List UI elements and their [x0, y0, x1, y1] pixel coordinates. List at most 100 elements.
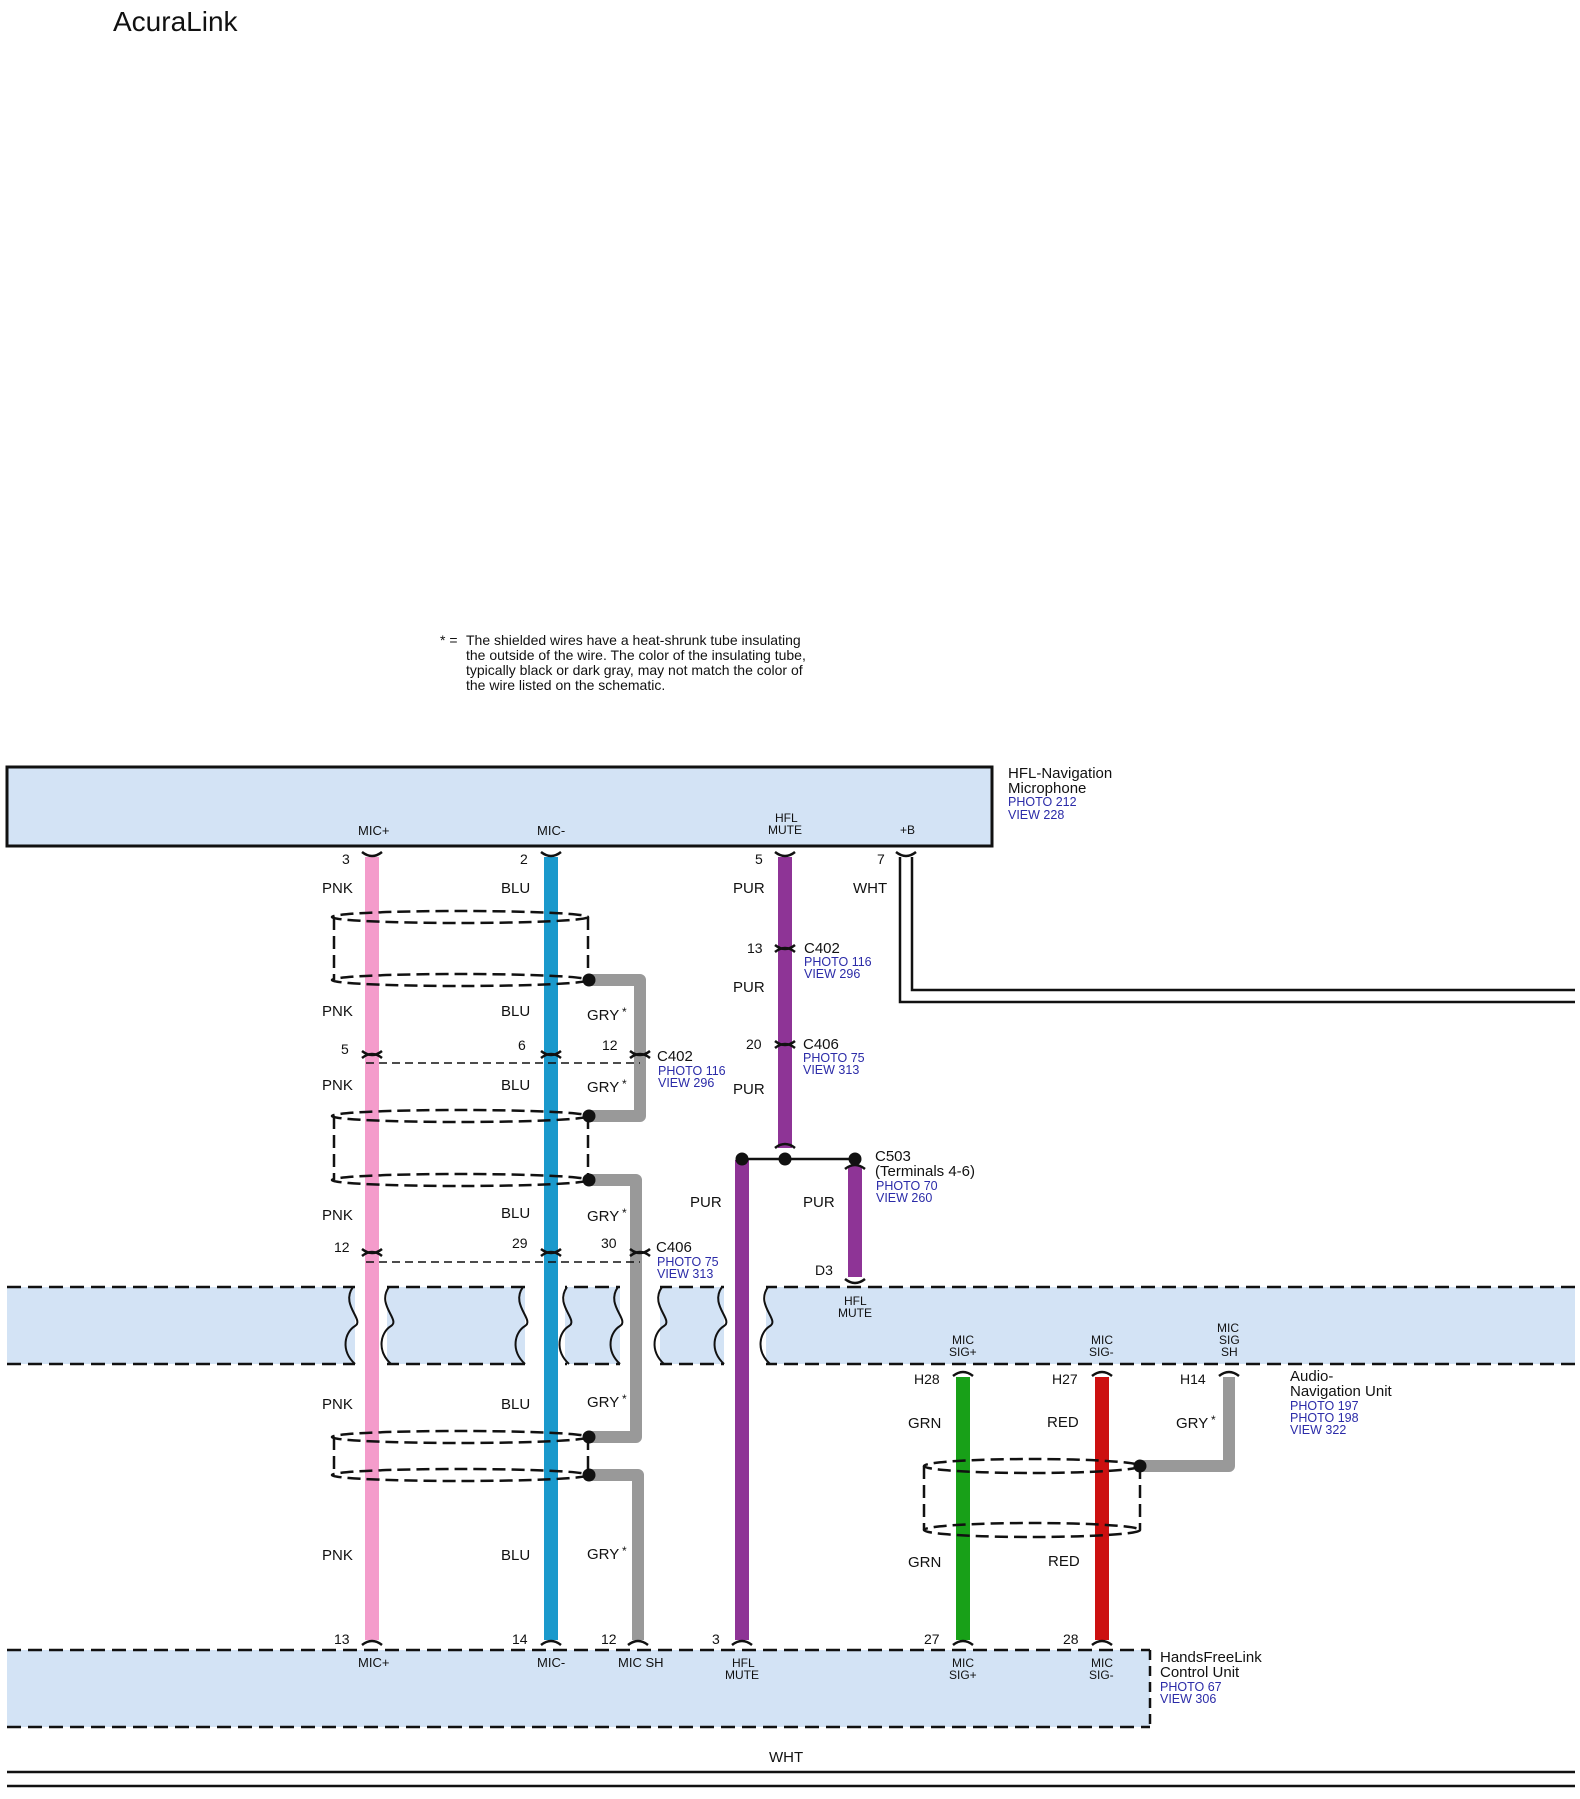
c402-pin-6: 6	[518, 1037, 526, 1053]
hfl-pin-mic-sh-label: MIC SH	[618, 1655, 664, 1670]
microphone-box	[5, 765, 994, 848]
hfl-pin-sigminus-label: SIG-	[1089, 1668, 1114, 1682]
label-grn: GRN	[908, 1554, 941, 1571]
label-blu: BLU	[501, 1396, 530, 1413]
hfl-unit-labels: 13 14 12 3 27 28 MIC+ MIC- MIC SH HFL MU…	[334, 1631, 1262, 1706]
mic-pin-mute-label: MUTE	[768, 823, 802, 837]
audio-nav-view-link[interactable]: VIEW 322	[1290, 1423, 1346, 1437]
splice-dot	[778, 1152, 792, 1166]
c406-left-view-link[interactable]: VIEW 313	[657, 1267, 713, 1281]
hfl-pin-13: 13	[334, 1631, 350, 1647]
label-pnk: PNK	[322, 1003, 353, 1020]
c406-pin-30: 30	[601, 1235, 617, 1251]
label-pnk: PNK	[322, 880, 353, 897]
wire-wht-plusb	[898, 857, 1575, 1004]
label-pnk: PNK	[322, 1077, 353, 1094]
hfl-unit-name-1: HandsFreeLink	[1160, 1649, 1262, 1666]
label-pur: PUR	[733, 979, 765, 996]
c406-left-photo-link[interactable]: PHOTO 75	[657, 1255, 719, 1269]
c406-right-name: C406	[803, 1036, 839, 1053]
hfl-pin-12: 12	[601, 1631, 617, 1647]
mic-pin-num-5: 5	[755, 851, 763, 867]
label-wht: WHT	[769, 1749, 803, 1766]
c406-pin-12: 12	[334, 1239, 350, 1255]
c402-right-name: C402	[804, 940, 840, 957]
nav-pin-h14: H14	[1180, 1371, 1206, 1387]
label-gry: GRY	[587, 1208, 619, 1225]
shield-drain-dot	[582, 973, 1147, 1482]
hfl-pin-mic-label: MIC	[952, 1656, 974, 1670]
nav-pin-sigminus-label: SIG-	[1089, 1345, 1114, 1359]
nav-pin-mic-label: MIC	[1091, 1333, 1113, 1347]
c503-photo-link[interactable]: PHOTO 70	[876, 1179, 938, 1193]
c503-view-link[interactable]: VIEW 260	[876, 1191, 932, 1205]
label-gry: GRY	[587, 1546, 619, 1563]
connector-c503: C503 (Terminals 4-6) PHOTO 70 VIEW 260	[875, 1148, 975, 1205]
microphone-name-2: Microphone	[1008, 780, 1086, 797]
hfl-pin-mute-label: MUTE	[725, 1668, 759, 1682]
nav-pin-sig-label: SIG	[1219, 1333, 1240, 1347]
note-marker: * =	[440, 632, 458, 648]
shielded-wire-note: * = The shielded wires have a heat-shrun…	[440, 632, 806, 693]
page-title: AcuraLink	[113, 6, 238, 37]
microphone-view-link[interactable]: VIEW 228	[1008, 808, 1064, 822]
c402-right-view-link[interactable]: VIEW 296	[804, 967, 860, 981]
wire-wht-bottom	[7, 1770, 1575, 1788]
c503-sub: (Terminals 4-6)	[875, 1163, 975, 1180]
c406-pin-20: 20	[746, 1036, 762, 1052]
audio-nav-photo-link-1[interactable]: PHOTO 197	[1290, 1399, 1359, 1413]
label-gry: GRY	[587, 1007, 619, 1024]
c402-left-name: C402	[657, 1048, 693, 1065]
label-gry: GRY	[1176, 1415, 1208, 1432]
c402-left-view-link[interactable]: VIEW 296	[658, 1076, 714, 1090]
label-star: *	[622, 1392, 627, 1406]
mic-pin-num-3: 3	[342, 851, 350, 867]
c406-right-view-link[interactable]: VIEW 313	[803, 1063, 859, 1077]
label-star: *	[622, 1077, 627, 1091]
c402-pin-5: 5	[341, 1041, 349, 1057]
hfl-pin-14: 14	[512, 1631, 528, 1647]
hfl-pin-mic-label: MIC	[1091, 1656, 1113, 1670]
note-line-1: The shielded wires have a heat-shrunk tu…	[466, 632, 801, 648]
nav-pin-h28: H28	[914, 1371, 940, 1387]
microphone-photo-link[interactable]: PHOTO 212	[1008, 795, 1077, 809]
label-star: *	[622, 1206, 627, 1220]
hfl-unit-box	[7, 1648, 1152, 1729]
hfl-unit-view-link[interactable]: VIEW 306	[1160, 1692, 1216, 1706]
nav-pin-hfl-label: HFL	[844, 1294, 867, 1308]
connector-c402-right: 13 C402 PHOTO 116 VIEW 296	[747, 940, 872, 981]
note-line-3: typically black or dark gray, may not ma…	[466, 662, 803, 678]
audio-nav-photo-link-2[interactable]: PHOTO 198	[1290, 1411, 1359, 1425]
nav-pin-mute-label: MUTE	[838, 1306, 872, 1320]
mic-pin-num-7: 7	[877, 851, 885, 867]
c402-right-photo-link[interactable]: PHOTO 116	[804, 955, 872, 969]
label-star: *	[1211, 1413, 1216, 1427]
nav-pin-mic-label: MIC	[952, 1333, 974, 1347]
c503-name: C503	[875, 1148, 911, 1165]
label-star: *	[622, 1544, 627, 1558]
connector-c406-right: 20 C406 PHOTO 75 VIEW 313	[746, 1036, 865, 1077]
label-pur: PUR	[690, 1194, 722, 1211]
c406-right-photo-link[interactable]: PHOTO 75	[803, 1051, 865, 1065]
hfl-pin-3: 3	[712, 1631, 720, 1647]
c402-left-photo-link[interactable]: PHOTO 116	[658, 1064, 726, 1078]
hfl-pin-sigplus-label: SIG+	[949, 1668, 977, 1682]
label-wht: WHT	[853, 880, 887, 897]
label-blu: BLU	[501, 880, 530, 897]
nav-pin-d3: D3	[815, 1262, 833, 1278]
mic-pin-hfl-label: HFL	[775, 811, 798, 825]
mic-pin-mic-plus-label: MIC+	[358, 823, 389, 838]
note-line-4: the wire listed on the schematic.	[466, 677, 665, 693]
label-star: *	[622, 1005, 627, 1019]
c406-left-name: C406	[656, 1239, 692, 1256]
hfl-unit-photo-link[interactable]: PHOTO 67	[1160, 1680, 1222, 1694]
connector-c402-left: 5 6 12 C402 PHOTO 116 VIEW 296	[341, 1037, 726, 1090]
wire-gry	[590, 974, 1235, 1640]
label-pur: PUR	[733, 880, 765, 897]
hfl-unit-name-2: Control Unit	[1160, 1664, 1240, 1681]
audio-nav-box	[7, 1283, 1575, 1369]
label-pur: PUR	[733, 1081, 765, 1098]
mic-pin-plusb-label: +B	[900, 823, 915, 837]
terminal-markers	[361, 850, 1240, 1647]
